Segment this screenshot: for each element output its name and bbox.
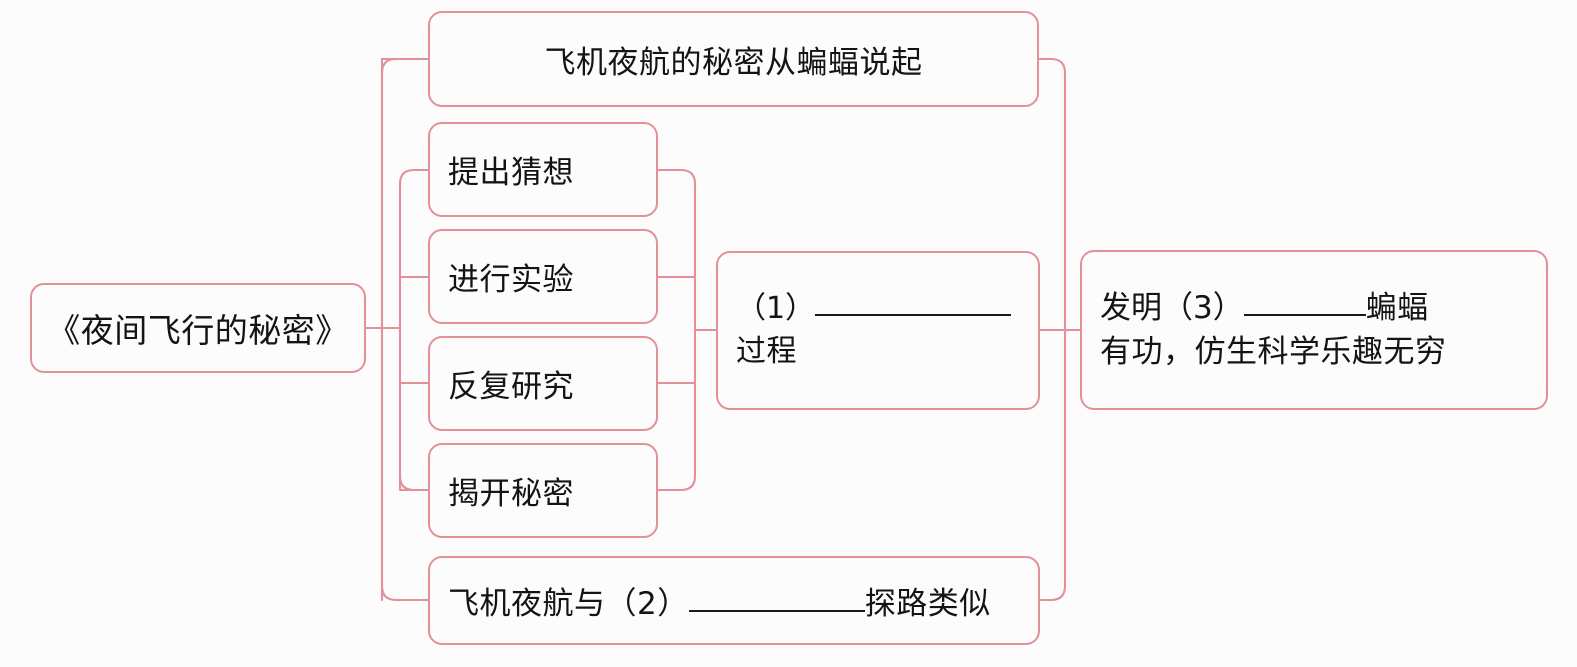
node-step-4[interactable]: 揭开秘密 — [428, 443, 658, 538]
node-top-branch[interactable]: 飞机夜航的秘密从蝙蝠说起 — [428, 11, 1039, 107]
node-title[interactable]: 《夜间飞行的秘密》 — [30, 283, 366, 373]
wire-sub-s4-elbow — [398, 474, 416, 492]
blank-2[interactable] — [688, 610, 865, 612]
node-step-2[interactable]: 进行实验 — [428, 229, 658, 324]
wire-bottom-elbow — [380, 584, 430, 602]
node-process-line2: 过程 — [736, 333, 797, 369]
node-process-prefix: （1） — [736, 290, 816, 326]
node-result-suffix: 蝙蝠 — [1365, 289, 1429, 326]
node-step-1-label: 提出猜想 — [448, 155, 574, 191]
wire-sub-to-s1 — [398, 168, 430, 186]
node-result-prefix: 发明（3） — [1100, 289, 1244, 326]
node-bottom-suffix: 探路类似 — [864, 586, 991, 622]
node-bottom-prefix: 飞机夜航与（2） — [448, 586, 689, 622]
blank-1[interactable] — [815, 313, 1012, 316]
wire-top-out — [1037, 57, 1067, 75]
wire-top-elbow — [380, 57, 430, 75]
node-step-4-label: 揭开秘密 — [448, 476, 574, 512]
node-result-line2: 有功，仿生科学乐趣无穷 — [1100, 334, 1447, 370]
wire-bottom-out — [1038, 584, 1067, 602]
node-result[interactable]: 发明（3） 蝙蝠 有功，仿生科学乐趣无穷 — [1080, 250, 1548, 410]
node-top-branch-label: 飞机夜航的秘密从蝙蝠说起 — [544, 44, 923, 81]
wire-s4-out — [656, 474, 697, 492]
node-process[interactable]: （1） 过程 — [716, 251, 1040, 410]
node-step-2-label: 进行实验 — [448, 262, 574, 298]
node-bottom-branch[interactable]: 飞机夜航与（2） 探路类似 — [428, 556, 1040, 645]
node-step-3[interactable]: 反复研究 — [428, 336, 658, 431]
blank-3[interactable] — [1243, 313, 1366, 316]
wire-s1-out — [656, 168, 697, 186]
node-step-1[interactable]: 提出猜想 — [428, 122, 658, 217]
node-step-3-label: 反复研究 — [448, 369, 574, 405]
node-title-label: 《夜间飞行的秘密》 — [47, 311, 349, 350]
